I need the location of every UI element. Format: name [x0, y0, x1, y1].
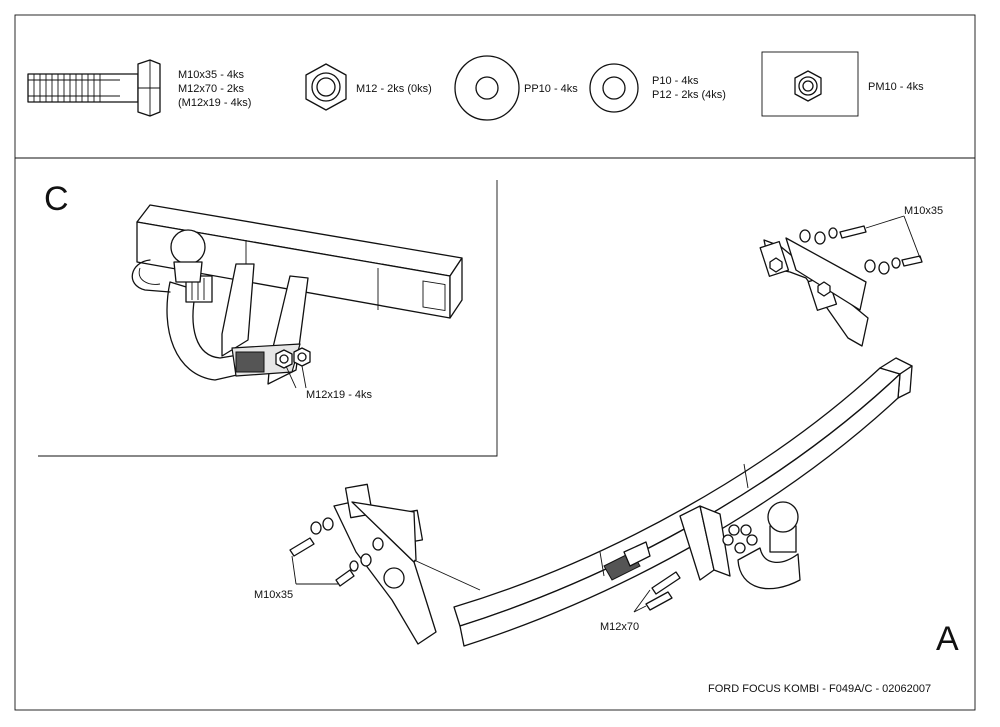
- drawing-caption: FORD FOCUS KOMBI - F049A/C - 02062007: [708, 683, 931, 695]
- leader-line: [633, 589, 651, 613]
- leader-line: [301, 365, 307, 389]
- leader-line: [633, 605, 647, 613]
- square-tube: [136, 204, 463, 319]
- top-right-fasteners: [769, 225, 923, 297]
- small-washer-spec-line-1: P10 - 4ks: [652, 75, 699, 87]
- large-washer-spec: PP10 - 4ks: [524, 83, 578, 95]
- top-right-bolt-label: M10x35: [904, 205, 943, 217]
- center-bolt-label: M12x70: [600, 621, 639, 633]
- leader-line: [291, 555, 297, 585]
- bolt-spec-line-3: (M12x19 - 4ks): [178, 97, 251, 109]
- lock-nut-icon: [794, 70, 822, 102]
- detail-c-panel: C: [38, 180, 498, 457]
- leader-line: [865, 215, 905, 229]
- detail-c-bolt-label: M12x19 - 4ks: [306, 389, 373, 401]
- left-fasteners: [289, 517, 384, 587]
- small-washer-icon: [589, 63, 639, 113]
- nut-icon: [305, 63, 347, 111]
- large-washer-icon: [454, 55, 520, 121]
- small-washer-spec-line-2: P12 - 2ks (4ks): [652, 89, 726, 101]
- drawing-frame: [14, 14, 976, 711]
- tow-ball: [170, 229, 206, 283]
- view-a-letter: A: [936, 620, 959, 658]
- bolt-spec-line-2: M12x70 - 2ks: [178, 83, 245, 95]
- main-crossbar: [453, 357, 913, 647]
- nut-spec: M12 - 2ks (0ks): [356, 83, 432, 95]
- left-bolt-label: M10x35: [254, 589, 293, 601]
- bolt-icon: [27, 59, 161, 117]
- lock-nut-spec: PM10 - 4ks: [868, 81, 924, 93]
- right-side-bracket: [759, 237, 869, 347]
- bolt-spec-line-1: M10x35 - 4ks: [178, 69, 245, 81]
- detail-c-bolts: [275, 347, 311, 369]
- left-side-bracket: [333, 483, 481, 645]
- parts-legend: M10x35 - 4ks M12x70 - 2ks (M12x19 - 4ks)…: [27, 51, 924, 121]
- detail-c-letter: C: [44, 180, 69, 218]
- leader-line: [285, 365, 297, 389]
- center-ball-mount: [603, 501, 801, 611]
- main-view: M10x35: [254, 205, 959, 658]
- lock-nut-box: [761, 51, 859, 117]
- leader-line: [903, 215, 921, 259]
